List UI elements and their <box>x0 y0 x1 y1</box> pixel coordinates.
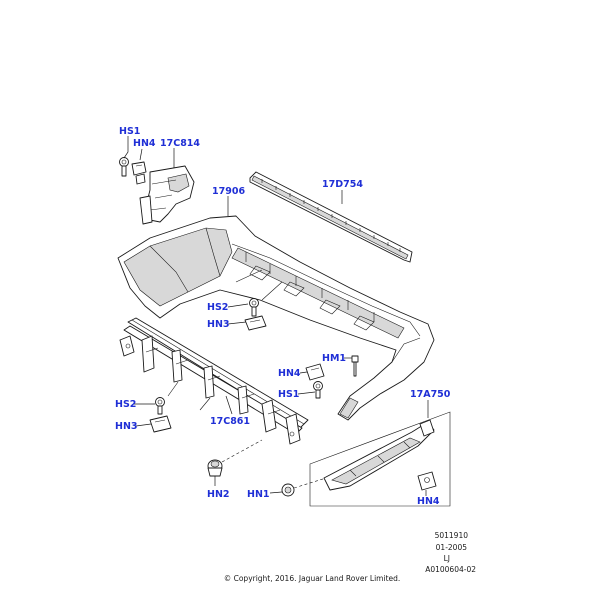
nut-hn4-low <box>417 471 437 491</box>
callout-17c814: 17C814 <box>160 138 200 149</box>
clip-hn2 <box>207 459 223 477</box>
support-beam-17c861 <box>119 317 309 445</box>
screw-hs1-mid <box>313 381 323 399</box>
callout-hn3-low: HN3 <box>115 421 138 432</box>
bumper-cover-17906 <box>117 215 435 421</box>
stud-hm1 <box>351 355 359 377</box>
callout-hs2-mid: HS2 <box>207 302 228 313</box>
callout-hs2-low: HS2 <box>115 399 136 410</box>
trim-strip-17d754 <box>249 171 413 263</box>
leader-lines <box>123 136 429 496</box>
screw-hs1-top <box>119 157 129 177</box>
callout-hn4-top: HN4 <box>133 138 156 149</box>
callout-hs1-top: HS1 <box>119 126 140 137</box>
callout-hs1-mid: HS1 <box>278 389 299 400</box>
callout-hn3-mid: HN3 <box>207 319 230 330</box>
callout-hn4-low: HN4 <box>417 496 440 507</box>
hn2-dash-line <box>221 439 263 463</box>
callout-17a750: 17A750 <box>410 389 451 400</box>
callout-17d754: 17D754 <box>322 179 363 190</box>
callout-hm1: HM1 <box>322 353 346 364</box>
callout-hn4-mid: HN4 <box>278 368 301 379</box>
tow-cover-17a750 <box>323 419 435 491</box>
callout-hn2: HN2 <box>207 489 230 500</box>
nut-hn3-mid <box>244 315 267 331</box>
grommet-hn1 <box>281 483 295 497</box>
nut-hn3-low <box>149 415 172 433</box>
screw-hs2-mid <box>249 298 259 317</box>
callout-17c861: 17C861 <box>210 416 250 427</box>
reference-initials: LJ <box>444 554 450 563</box>
copyright-notice: © Copyright, 2016. Jaguar Land Rover Lim… <box>224 574 401 583</box>
callout-hn1: HN1 <box>247 489 270 500</box>
screw-hs2-low <box>155 397 165 415</box>
nut-hn4-mid <box>305 363 325 381</box>
nut-hn4-top <box>131 161 147 185</box>
inset-box-17a750 <box>309 411 451 507</box>
side-bracket-17c814 <box>139 165 195 225</box>
callout-17906: 17906 <box>212 186 245 197</box>
reference-date: 01-2005 <box>436 543 468 552</box>
reference-illustration: A0100604-02 <box>425 565 476 574</box>
reference-code: 5011910 <box>435 531 469 540</box>
